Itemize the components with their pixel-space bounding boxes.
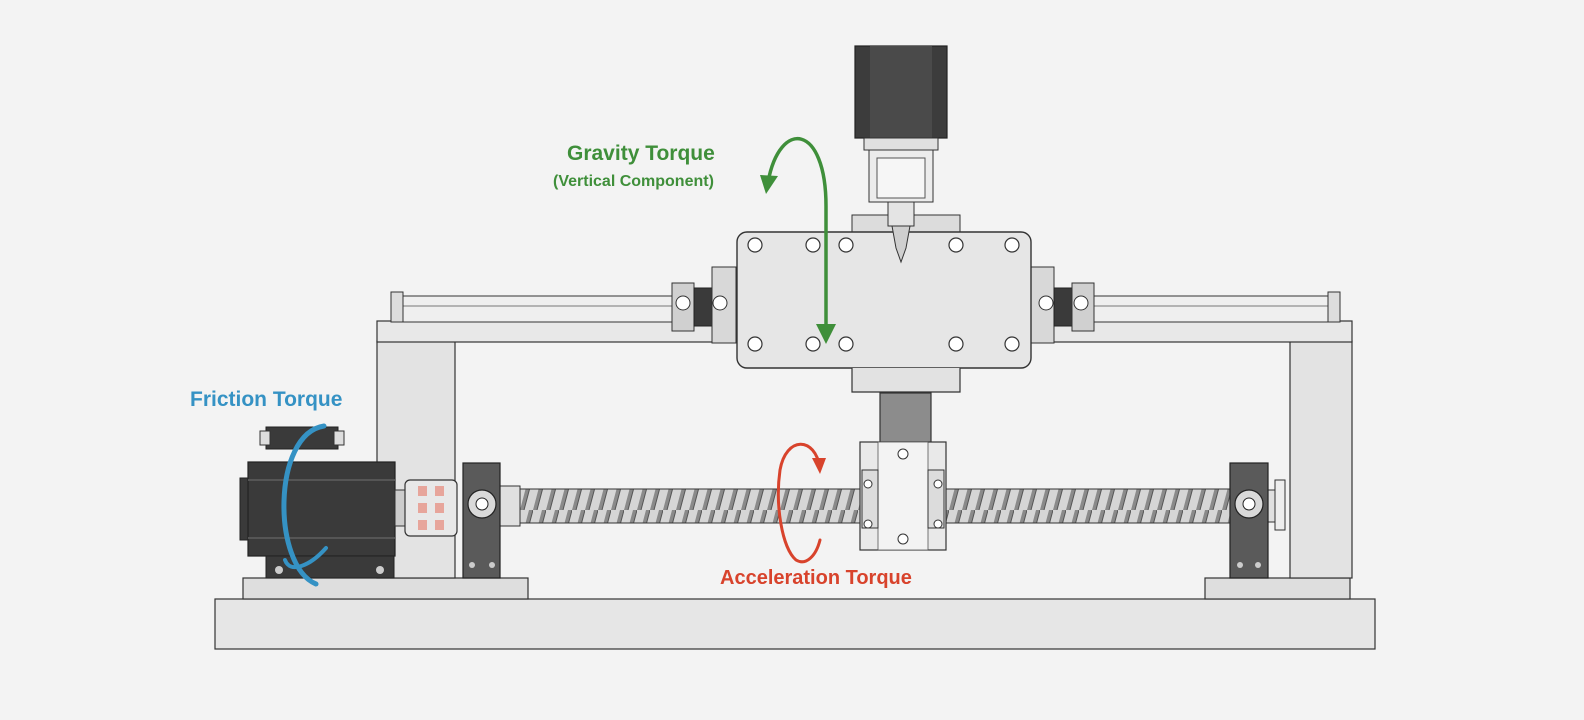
gravity-torque-sublabel: (Vertical Component) <box>553 173 714 190</box>
vertical-motor <box>854 45 948 264</box>
gravity-torque-arrow <box>760 137 836 344</box>
support-bearing-left <box>462 462 501 579</box>
ball-nut <box>859 441 947 551</box>
friction-torque-label: Friction Torque <box>190 388 343 411</box>
rail-bearing-right <box>1029 266 1095 344</box>
base-plate <box>214 577 1376 650</box>
acceleration-torque-label: Acceleration Torque <box>720 567 912 589</box>
carriage-plate <box>736 214 1032 393</box>
acceleration-torque-arrow <box>776 442 826 564</box>
friction-torque-arrow <box>281 423 328 587</box>
nut-connector <box>879 392 932 444</box>
drive-motor <box>239 426 396 579</box>
support-bearing-right <box>1229 462 1269 579</box>
gravity-torque-label: Gravity Torque <box>567 142 715 165</box>
shaft-coupling <box>394 479 458 537</box>
rail-bearing-left <box>671 266 737 344</box>
